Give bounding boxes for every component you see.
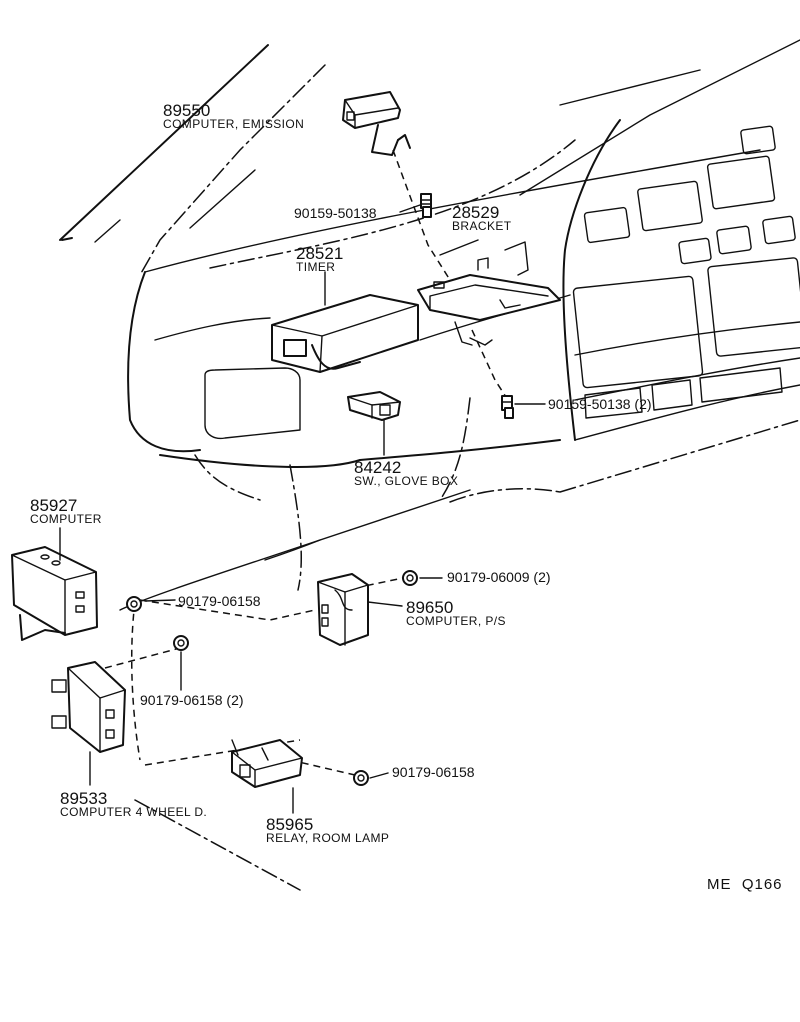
computer-ps-part bbox=[317, 573, 369, 646]
labels: 89550 COMPUTER, EMISSION 90159-50138 285… bbox=[30, 101, 783, 893]
assembly-lines bbox=[104, 149, 509, 891]
computer-emission-number: 89550 bbox=[163, 101, 210, 120]
bracket-number: 28529 bbox=[452, 203, 499, 222]
clip-relay-icon bbox=[353, 770, 369, 786]
computer-number: 85927 bbox=[30, 496, 77, 515]
computer-emission-name: COMPUTER, EMISSION bbox=[163, 117, 304, 131]
computer-emission-part bbox=[342, 91, 411, 156]
dashboard-outline bbox=[59, 39, 800, 611]
computer-4wd-name: COMPUTER 4 WHEEL D. bbox=[60, 805, 207, 819]
relay-room-lamp-number: 85965 bbox=[266, 815, 313, 834]
clip-4wd-label: 90179-06158 (2) bbox=[140, 692, 244, 708]
glove-box-switch-number: 84242 bbox=[354, 458, 401, 477]
bolt-upper-icon bbox=[420, 193, 432, 218]
computer-4wd-part bbox=[51, 661, 126, 753]
clip-relay-label: 90179-06158 bbox=[392, 764, 475, 780]
bolt-right-label: 90159-50138 (2) bbox=[548, 396, 652, 412]
computer-4wd-number: 89533 bbox=[60, 789, 107, 808]
leader-lines bbox=[59, 204, 546, 814]
timer-name: TIMER bbox=[296, 260, 335, 274]
glove-box-switch-name: SW., GLOVE BOX bbox=[354, 474, 458, 488]
bracket-name: BRACKET bbox=[452, 219, 512, 233]
clip-computer-label: 90179-06158 bbox=[178, 593, 261, 609]
relay-room-lamp-part bbox=[231, 739, 303, 788]
timer-number: 28521 bbox=[296, 244, 343, 263]
computer-ps-number: 89650 bbox=[406, 598, 453, 617]
clip-ps-label: 90179-06009 (2) bbox=[447, 569, 551, 585]
relay-room-lamp-name: RELAY, ROOM LAMP bbox=[266, 831, 389, 845]
clip-4wd-icon bbox=[173, 635, 189, 651]
computer-ps-name: COMPUTER, P/S bbox=[406, 614, 506, 628]
timer-part bbox=[271, 294, 419, 373]
glove-box-switch-part bbox=[347, 391, 401, 421]
bolt-right-icon bbox=[501, 395, 514, 419]
bolt-upper-label: 90159-50138 bbox=[294, 205, 377, 221]
clip-ps-icon bbox=[402, 570, 418, 586]
computer-part bbox=[11, 546, 98, 641]
clip-computer-icon bbox=[126, 596, 142, 612]
computer-name: COMPUTER bbox=[30, 512, 102, 526]
diagram-ref: ME Q166 bbox=[707, 876, 783, 893]
bracket-part bbox=[417, 241, 561, 346]
